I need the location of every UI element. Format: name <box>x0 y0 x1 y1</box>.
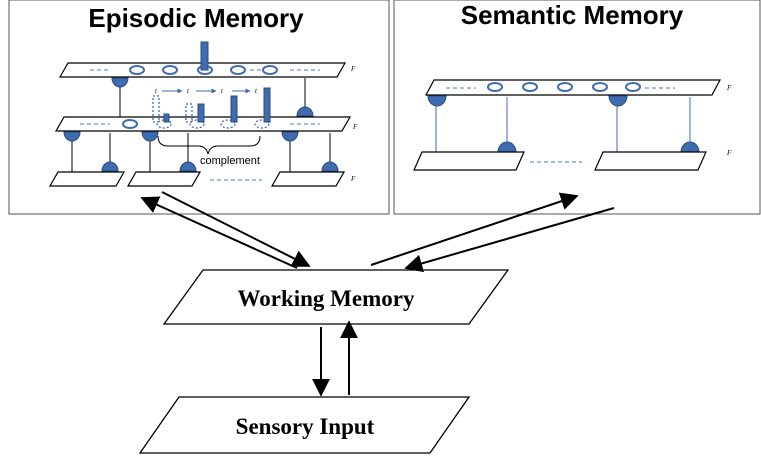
episodic-memory-panel: Episodic Memory F t <box>8 0 390 215</box>
complement-nodes <box>152 95 270 129</box>
f1-half-node <box>111 77 129 88</box>
f2-half-nodes <box>63 131 339 172</box>
f2-label: F <box>352 123 358 131</box>
svg-text:t: t <box>187 87 190 95</box>
complement-label: complement <box>200 155 260 167</box>
svg-text:t: t <box>255 87 258 95</box>
working-memory-label: Working Memory <box>238 286 415 311</box>
flow-arrows <box>140 191 615 397</box>
f1-half-node <box>296 106 314 117</box>
semantic-bottom-label: F <box>726 149 732 157</box>
f3-label: F <box>350 175 356 183</box>
sensory-input-box: Sensory Input <box>138 396 471 454</box>
semantic-memory-panel: Semantic Memory F <box>393 0 761 215</box>
sensory-input-label: Sensory Input <box>236 414 375 439</box>
semantic-title: Semantic Memory <box>461 0 684 30</box>
svg-text:t: t <box>155 87 158 95</box>
svg-text:t: t <box>221 87 224 95</box>
episodic-title: Episodic Memory <box>88 3 304 33</box>
f1-label: F <box>350 65 356 73</box>
f1-active-bar <box>200 41 209 71</box>
semantic-top-nodes <box>487 82 641 92</box>
arrow-episodic-to-wm <box>161 191 311 267</box>
semantic-layer-bottom <box>413 151 707 171</box>
arrow-wm-to-semantic <box>370 192 579 266</box>
semantic-top-label: F <box>726 84 732 92</box>
semantic-panel-border <box>393 0 761 215</box>
arrow-semantic-to-wm <box>404 207 615 273</box>
episodic-layer-f3 <box>48 171 346 187</box>
time-sequence: t t t t <box>155 87 258 95</box>
f2-active-bars <box>163 87 271 123</box>
complement-brace <box>157 135 261 155</box>
semantic-half-nodes <box>427 95 700 153</box>
arrow-wm-to-episodic <box>140 196 298 269</box>
working-memory-box: Working Memory <box>162 269 510 325</box>
